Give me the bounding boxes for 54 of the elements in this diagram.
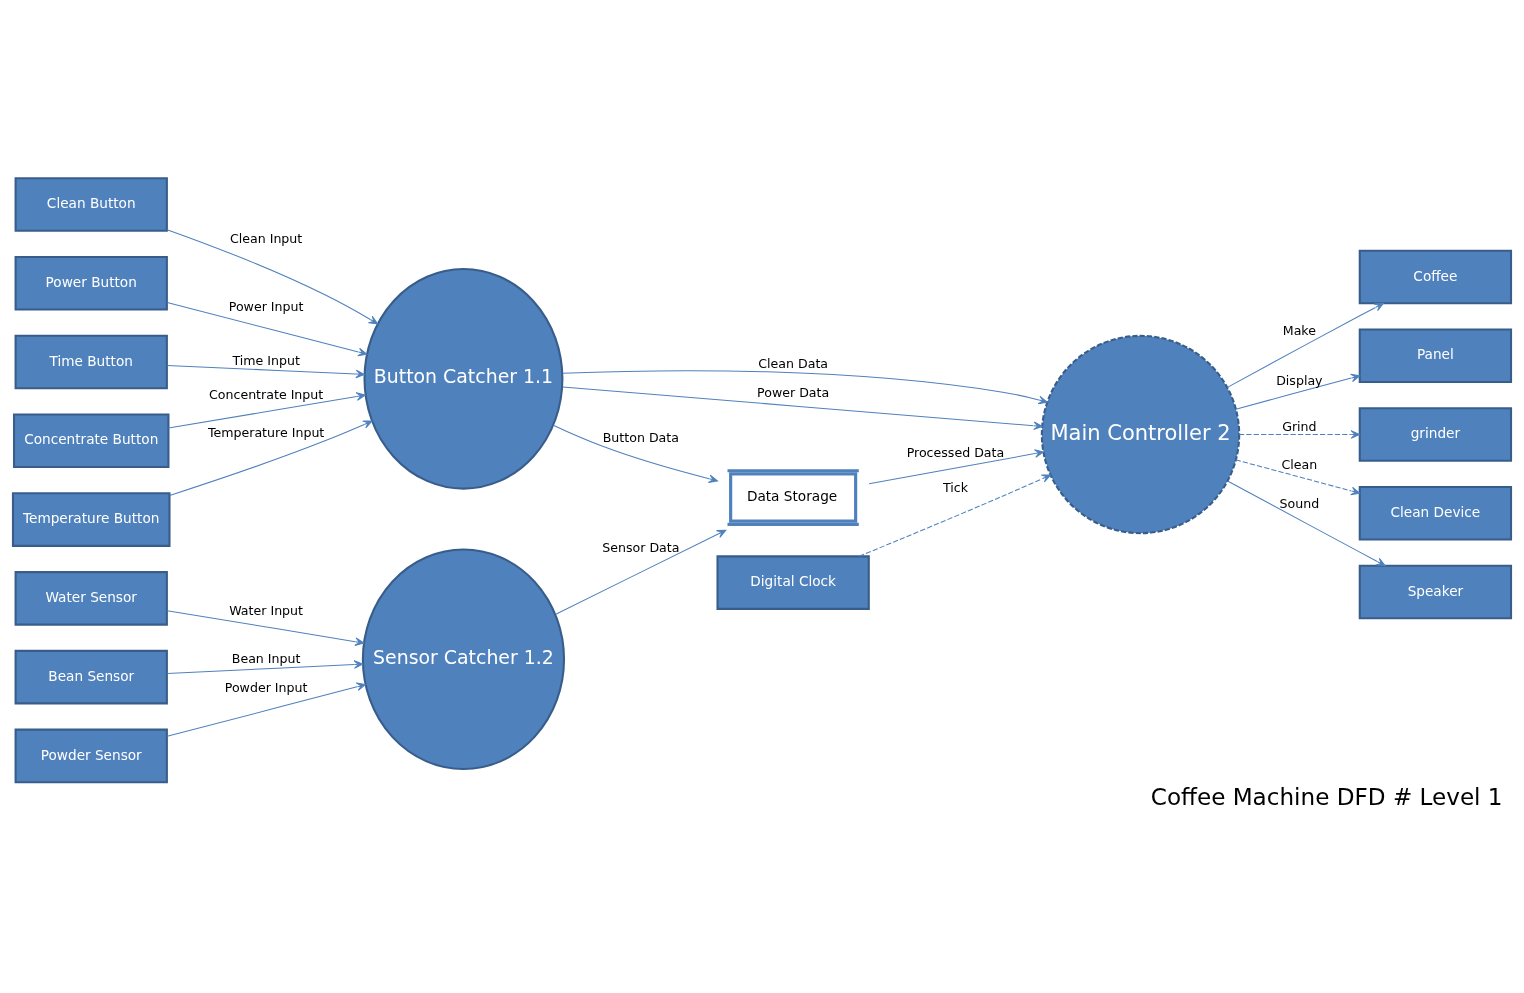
arrow xyxy=(166,609,365,646)
edge-label: Bean Input xyxy=(231,650,301,666)
edge-label: Clean Data xyxy=(758,355,829,371)
arrow xyxy=(1226,302,1384,388)
arrow xyxy=(166,301,368,356)
node-box: Digital Clock xyxy=(716,554,870,610)
edge-label: Power Data xyxy=(757,384,830,400)
arrow xyxy=(1235,458,1361,495)
node-box: Power Button xyxy=(14,255,168,311)
edge-label: Time Input xyxy=(232,352,300,368)
edge-label: Sound xyxy=(1279,495,1320,511)
edge-label: Processed Data xyxy=(906,444,1005,460)
node-box: Clean Device xyxy=(1358,485,1513,541)
node-box: Speaker xyxy=(1358,564,1513,619)
node-box: Powder Sensor xyxy=(14,728,168,783)
edge-label: Power Input xyxy=(228,298,304,314)
edge-label: Concentrate Input xyxy=(208,386,324,402)
arrow xyxy=(169,419,373,496)
arrow xyxy=(868,448,1044,484)
edge-label: Display xyxy=(1276,372,1323,388)
edge-label: Make xyxy=(1282,322,1316,338)
edge-label: Grind xyxy=(1282,418,1317,434)
node-box: Coffee xyxy=(1358,249,1513,304)
edge-label: Clean xyxy=(1281,456,1318,472)
edge-label: Powder Input xyxy=(224,679,308,695)
arrow xyxy=(168,391,366,429)
arrow xyxy=(562,385,1043,430)
arrow xyxy=(858,473,1052,557)
node-box: Clean Button xyxy=(14,176,168,232)
node-circle: Sensor Catcher 1.2 xyxy=(361,547,566,770)
edge-label: Button Data xyxy=(602,429,679,445)
node-box: Panel xyxy=(1358,327,1513,383)
arrow xyxy=(555,529,727,615)
arrow xyxy=(1227,479,1386,566)
arrow xyxy=(562,369,1048,404)
node-box: grinder xyxy=(1358,406,1513,462)
arrow xyxy=(166,364,365,378)
edge-label: Tick xyxy=(942,479,968,495)
edge-label: Water Input xyxy=(229,602,304,618)
node-box: Concentrate Button xyxy=(12,413,170,468)
node-box: Bean Sensor xyxy=(14,649,168,704)
arrow xyxy=(166,659,364,674)
arrow xyxy=(552,424,718,483)
arrow xyxy=(166,682,366,737)
node-box: Time Button xyxy=(14,334,168,389)
node-box: Water Sensor xyxy=(14,570,168,626)
edge-label: Clean Input xyxy=(229,230,303,246)
node-box: Temperature Button xyxy=(11,491,171,547)
edge-label: Temperature Input xyxy=(207,424,325,440)
arrow xyxy=(1235,373,1361,410)
arrow xyxy=(166,228,379,324)
diagram-title: Coffee Machine DFD # Level 1 xyxy=(1150,783,1503,810)
edge-label: Sensor Data xyxy=(602,539,680,555)
arrow xyxy=(1238,429,1361,439)
